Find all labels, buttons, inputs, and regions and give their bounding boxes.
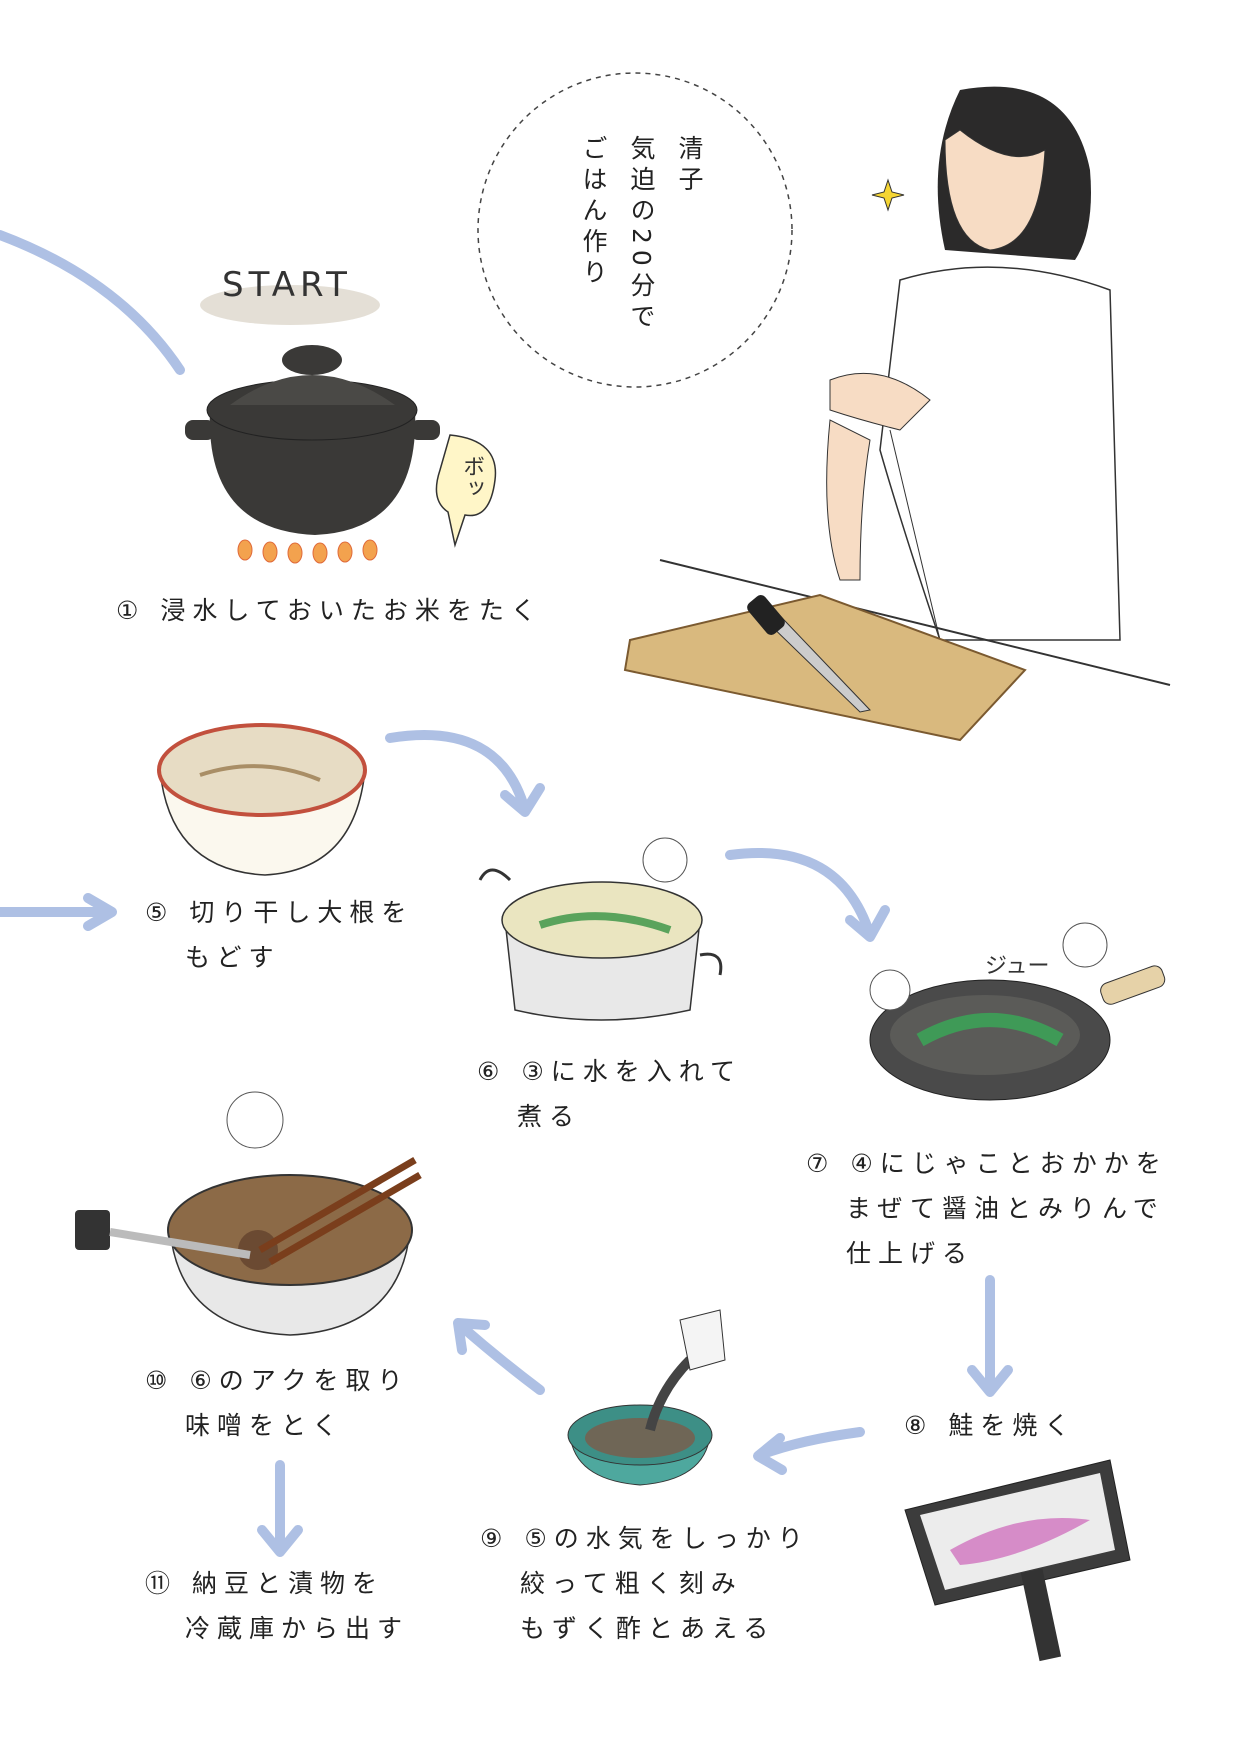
step-text: 鮭を焼く xyxy=(948,1411,1077,1440)
step-text: 味噌をとく xyxy=(185,1411,345,1440)
step-7: ⑦ ④にじゃことおかかを まぜて醤油とみりんで 仕上げる xyxy=(806,1141,1168,1276)
arrow-to-step5 xyxy=(0,893,117,931)
frying-pan-icon xyxy=(869,922,1166,1101)
step-11: ⑪ 納豆と漬物を 冷蔵庫から出す xyxy=(145,1561,409,1651)
step-number: ⑨ xyxy=(480,1524,510,1553)
step-1: ① 浸水しておいたお米をたく xyxy=(116,588,543,633)
sizzle-sound-effect: ジュー xyxy=(985,954,1050,979)
step-text: まぜて醤油とみりんで xyxy=(846,1194,1165,1223)
bowl-icon xyxy=(157,723,367,876)
step-text: もどす xyxy=(185,943,281,972)
miso-soup-pot-icon xyxy=(75,1091,422,1336)
step-number: ⑥ xyxy=(477,1057,507,1086)
woman-illustration xyxy=(623,86,1171,742)
step-text: 浸水しておいたお米をたく xyxy=(160,596,543,625)
glass-icon xyxy=(679,1309,726,1371)
step-number: ⑧ xyxy=(904,1411,934,1440)
arrow-in-start xyxy=(0,230,185,375)
saucepan-icon xyxy=(478,837,723,1021)
counter-edge xyxy=(659,559,1171,686)
step-number: ⑦ xyxy=(806,1149,836,1178)
arrow-to-step10 xyxy=(453,1318,545,1395)
mozuku-bowl-icon xyxy=(567,1309,726,1486)
speech-bubble xyxy=(435,434,497,548)
step-text: 煮る xyxy=(517,1102,582,1131)
step-text: ③に水を入れて xyxy=(521,1057,743,1086)
step-text: もずく酢とあえる xyxy=(520,1614,776,1643)
arrow-to-step11 xyxy=(257,1460,303,1557)
title-line: 清子 xyxy=(675,135,704,197)
sparkle-icon xyxy=(871,178,905,212)
step-number: ⑩ xyxy=(145,1366,175,1395)
title-dashed-circle xyxy=(477,72,793,388)
step-text: 切り干し大根を xyxy=(189,898,414,927)
flow-arrows xyxy=(0,230,1013,1557)
step-text: ④にじゃことおかかを xyxy=(850,1149,1168,1178)
step-number: ⑤ xyxy=(145,898,175,927)
step-6: ⑥ ③に水を入れて 煮る xyxy=(477,1049,742,1139)
step-number: ① xyxy=(116,596,146,625)
title-line: ごはん作り xyxy=(579,135,608,290)
step-number: ⑪ xyxy=(145,1569,178,1598)
arrow-to-step8 xyxy=(967,1275,1013,1397)
step-text: ⑤の水気をしっかり xyxy=(524,1524,810,1553)
step-text: 納豆と漬物を xyxy=(191,1569,384,1598)
title-line: 気迫の20分で xyxy=(627,135,656,334)
step-text: 絞って粗く刻み xyxy=(520,1569,743,1598)
arrow-to-step7 xyxy=(725,847,890,942)
step-8: ⑧ 鮭を焼く xyxy=(904,1403,1076,1448)
step-text: 冷蔵庫から出す xyxy=(185,1614,410,1643)
donabe-pot-icon xyxy=(185,285,497,564)
arrow-to-step6 xyxy=(385,730,545,817)
step-5: ⑤ 切り干し大根を もどす xyxy=(145,890,413,980)
arrow-to-step9 xyxy=(753,1427,865,1475)
start-label: START xyxy=(222,265,352,305)
step-9: ⑨ ⑤の水気をしっかり 絞って粗く刻み もずく酢とあえる xyxy=(480,1516,810,1651)
boiling-sound-effect: ボッ xyxy=(459,455,484,499)
step-10: ⑩ ⑥のアクを取り 味噌をとく xyxy=(145,1358,410,1448)
fish-grill-icon xyxy=(904,1459,1131,1662)
step-text: ⑥のアクを取り xyxy=(189,1366,410,1395)
step-text: 仕上げる xyxy=(846,1239,975,1268)
